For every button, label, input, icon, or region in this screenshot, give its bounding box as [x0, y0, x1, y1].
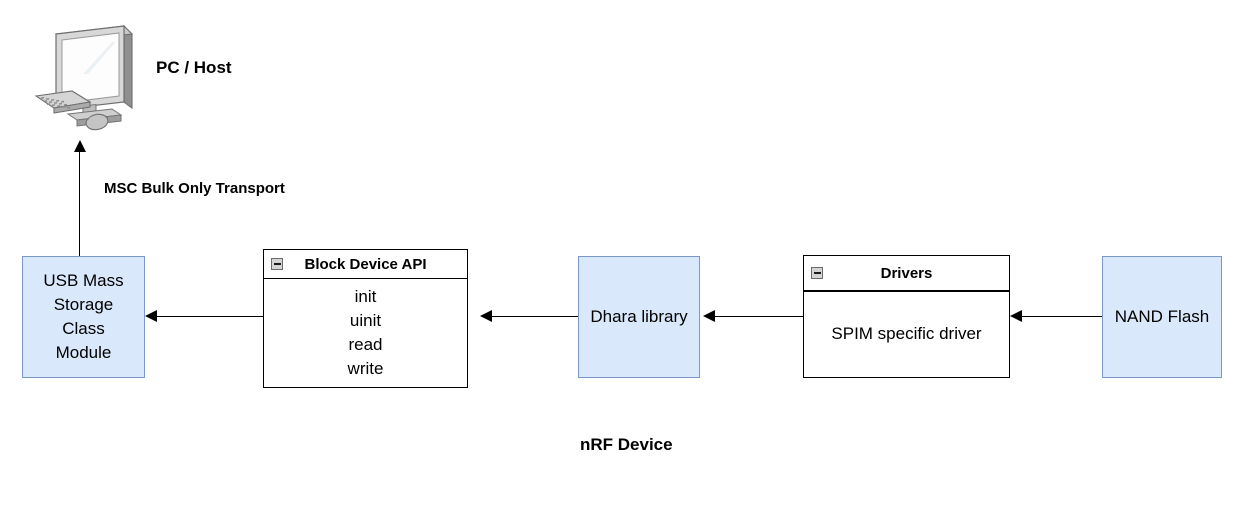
node-dhara-library[interactable]: Dhara library — [578, 256, 700, 378]
edge-blockapi-to-usb-arrowhead — [145, 310, 157, 322]
usb-msc-line-1: USB Mass — [43, 270, 124, 290]
collapse-minus-icon[interactable] — [271, 258, 283, 270]
drivers-body: SPIM specific driver — [804, 292, 1009, 377]
edge-blockapi-to-usb-line — [157, 315, 263, 317]
node-nand-flash[interactable]: NAND Flash — [1102, 256, 1222, 378]
edge-nand-to-drivers-line — [1022, 315, 1102, 317]
edge-drivers-to-dhara-line — [715, 315, 803, 317]
edge-dhara-to-blockapi-line — [492, 315, 578, 317]
pc-host-label: PC / Host — [156, 58, 232, 77]
method-uinit: uinit — [349, 310, 382, 330]
pc-host-icon — [28, 22, 134, 134]
usb-msc-line-4: Module — [55, 343, 112, 363]
edge-drivers-to-dhara-arrowhead — [703, 310, 715, 322]
edge-dhara-to-blockapi-arrowhead — [480, 310, 492, 322]
msc-transport-label: MSC Bulk Only Transport — [104, 180, 285, 197]
method-init: init — [354, 286, 377, 306]
block-device-api-header: Block Device API — [264, 250, 467, 279]
edge-usb-to-host-line — [79, 152, 81, 257]
node-drivers[interactable]: Drivers SPIM specific driver — [803, 255, 1010, 378]
minus-bar — [813, 272, 821, 274]
nand-flash-label: NAND Flash — [1114, 306, 1210, 326]
usb-msc-line-3: Class — [62, 319, 105, 338]
method-read: read — [348, 335, 383, 354]
edge-nand-to-drivers-arrowhead — [1010, 310, 1022, 322]
node-block-device-api[interactable]: Block Device API init uinit read write — [263, 249, 468, 388]
usb-msc-label-stack: USB Mass Storage Class Module — [43, 269, 123, 366]
node-usb-mass-storage-class-module[interactable]: USB Mass Storage Class Module — [22, 256, 145, 378]
usb-msc-line-2: Storage — [53, 294, 114, 314]
drivers-body-label: SPIM specific driver — [831, 324, 982, 344]
nrf-device-label: nRF Device — [580, 435, 673, 454]
block-device-api-methods: init uinit read write — [264, 279, 467, 387]
minus-bar — [273, 263, 281, 265]
edge-usb-to-host-arrowhead — [73, 140, 86, 152]
method-write: write — [347, 359, 384, 379]
drivers-header: Drivers — [804, 256, 1009, 292]
block-device-api-title: Block Device API — [304, 255, 427, 273]
dhara-library-label: Dhara library — [590, 306, 688, 326]
drivers-title: Drivers — [880, 264, 933, 282]
collapse-minus-icon[interactable] — [811, 267, 823, 279]
